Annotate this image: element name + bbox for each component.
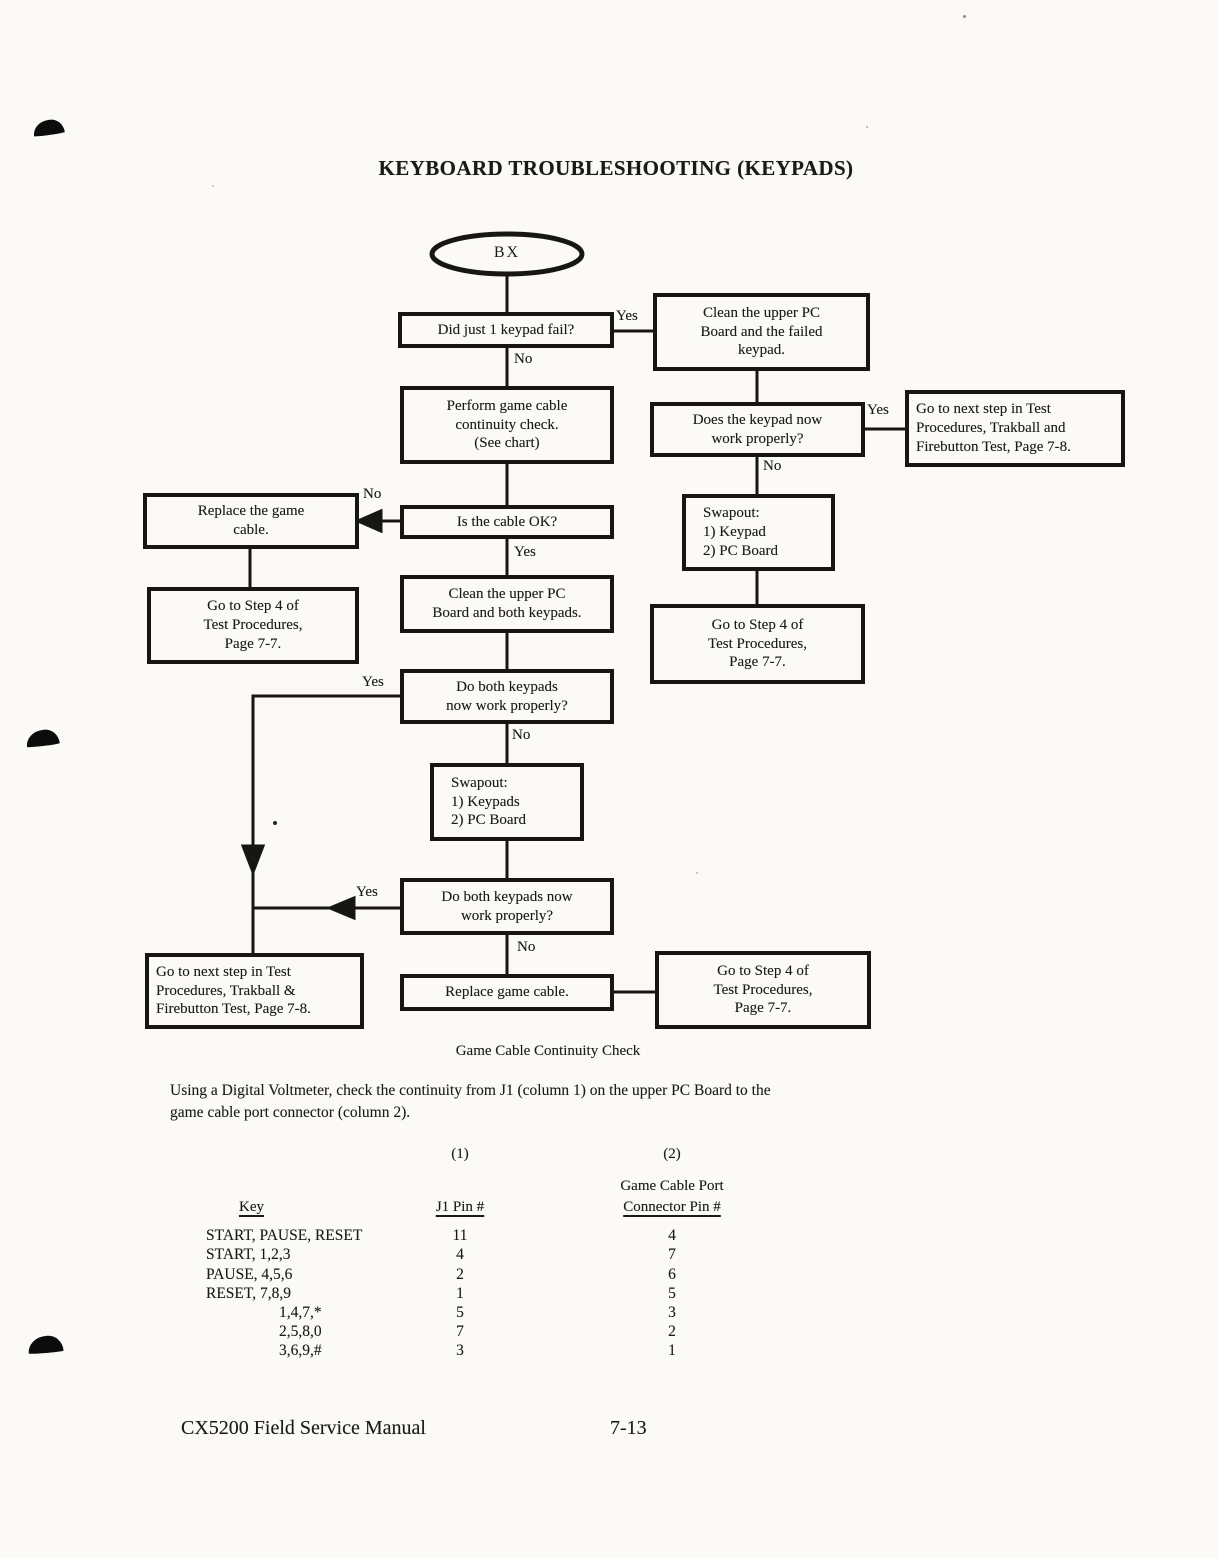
node-does-keypad-work: Does the keypad now work properly? xyxy=(650,402,865,457)
table-row: START, 1,2,3 4 7 xyxy=(206,1246,806,1266)
continuity-caption: Game Cable Continuity Check xyxy=(455,1043,641,1059)
row-key: START, 1,2,3 xyxy=(206,1246,291,1263)
scan-dot xyxy=(273,821,277,825)
arrowhead-left-junction xyxy=(326,895,356,921)
edge-label-yes-cable-ok: Yes xyxy=(514,544,536,560)
row-key: START, PAUSE, RESET xyxy=(206,1227,363,1244)
row-j1-pin: 2 xyxy=(456,1266,464,1283)
table-row: 3,6,9,# 3 1 xyxy=(206,1342,806,1362)
edge-label-yes-both-keypads-1: Yes xyxy=(362,674,384,690)
node-swapout-keypad: Swapout: 1) Keypad 2) PC Board xyxy=(682,494,835,571)
row-j1-pin: 1 xyxy=(456,1285,464,1302)
row-port-pin: 7 xyxy=(668,1246,676,1263)
row-j1-pin: 7 xyxy=(456,1323,464,1340)
edge-label-no-cable-ok: No xyxy=(363,486,382,502)
node-replace-the-game-cable: Replace the game cable. xyxy=(143,493,359,549)
node-clean-both-keypads: Clean the upper PC Board and both keypad… xyxy=(400,575,614,633)
node-goto-trakball-firebutton-bottom-left: Go to next step in Test Procedures, Trak… xyxy=(145,953,364,1029)
table-row: START, PAUSE, RESET 11 4 xyxy=(206,1227,806,1247)
edge-label-no-both-keypads-1: No xyxy=(512,727,531,743)
node-goto-trakball-firebutton-right: Go to next step in Test Procedures, Trak… xyxy=(905,390,1125,467)
scan-speck xyxy=(866,126,868,128)
row-port-pin: 4 xyxy=(668,1227,676,1244)
row-port-pin: 3 xyxy=(668,1304,676,1321)
row-j1-pin: 5 xyxy=(456,1304,464,1321)
footer-manual-title: CX5200 Field Service Manual xyxy=(181,1417,426,1439)
node-swapout-keypads: Swapout: 1) Keypads 2) PC Board xyxy=(430,763,584,841)
node-is-cable-ok: Is the cable OK? xyxy=(400,505,614,539)
node-goto-step4-left: Go to Step 4 of Test Procedures, Page 7-… xyxy=(147,587,359,664)
page-title: KEYBOARD TROUBLESHOOTING (KEYPADS) xyxy=(378,156,854,180)
node-goto-step4-right: Go to Step 4 of Test Procedures, Page 7-… xyxy=(650,604,865,684)
edge-label-yes-keypad-works: Yes xyxy=(867,402,889,418)
start-terminal-label: BX xyxy=(493,244,521,261)
table-row: 2,5,8,0 7 2 xyxy=(206,1323,806,1343)
row-port-pin: 5 xyxy=(668,1285,676,1302)
node-replace-game-cable-bottom: Replace game cable. xyxy=(400,974,614,1011)
scan-speck xyxy=(212,185,214,187)
table-header-port-line1: Game Cable Port xyxy=(620,1178,724,1194)
node-clean-failed-keypad: Clean the upper PC Board and the failed … xyxy=(653,293,870,371)
edge-label-no-both-keypads-2: No xyxy=(517,939,536,955)
table-row: RESET, 7,8,9 1 5 xyxy=(206,1285,806,1305)
arrowhead-left-into-replace-cable xyxy=(354,508,383,534)
edge-label-no-keypad-works: No xyxy=(763,458,782,474)
column-group-1: (1) xyxy=(451,1146,469,1162)
edge-label-no-one-keypad: No xyxy=(514,351,533,367)
footer-page-number: 7-13 xyxy=(610,1417,647,1439)
table-row: 1,4,7,* 5 3 xyxy=(206,1304,806,1324)
column-group-2: (2) xyxy=(663,1146,681,1162)
node-perform-continuity-check: Perform game cable continuity check. (Se… xyxy=(400,386,614,464)
table-row: PAUSE, 4,5,6 2 6 xyxy=(206,1266,806,1286)
row-key: 2,5,8,0 xyxy=(279,1323,322,1340)
node-do-both-keypads-work-2: Do both keypads now work properly? xyxy=(400,878,614,935)
node-do-both-keypads-work-1: Do both keypads now work properly? xyxy=(400,669,614,724)
row-key: PAUSE, 4,5,6 xyxy=(206,1266,293,1283)
row-j1-pin: 11 xyxy=(452,1227,468,1244)
row-port-pin: 1 xyxy=(668,1342,676,1359)
scan-speck xyxy=(696,872,698,874)
table-header-port-line2: Connector Pin # xyxy=(623,1199,721,1215)
row-key: 1,4,7,* xyxy=(279,1304,322,1321)
row-key: RESET, 7,8,9 xyxy=(206,1285,291,1302)
node-goto-step4-bottom-right: Go to Step 4 of Test Procedures, Page 7-… xyxy=(655,951,871,1029)
row-j1-pin: 4 xyxy=(456,1246,464,1263)
node-did-one-keypad-fail: Did just 1 keypad fail? xyxy=(398,312,614,348)
row-port-pin: 6 xyxy=(668,1266,676,1283)
table-header-j1-pin: J1 Pin # xyxy=(435,1199,485,1215)
scan-speck xyxy=(963,15,966,18)
row-port-pin: 2 xyxy=(668,1323,676,1340)
row-key: 3,6,9,# xyxy=(279,1342,322,1359)
continuity-intro: Using a Digital Voltmeter, check the con… xyxy=(170,1082,771,1121)
row-j1-pin: 3 xyxy=(456,1342,464,1359)
edge-label-yes-one-keypad: Yes xyxy=(616,308,638,324)
table-header-key: Key xyxy=(239,1199,264,1215)
edge-label-yes-both-keypads-2: Yes xyxy=(356,884,378,900)
arrowhead-down-junction xyxy=(240,844,266,877)
